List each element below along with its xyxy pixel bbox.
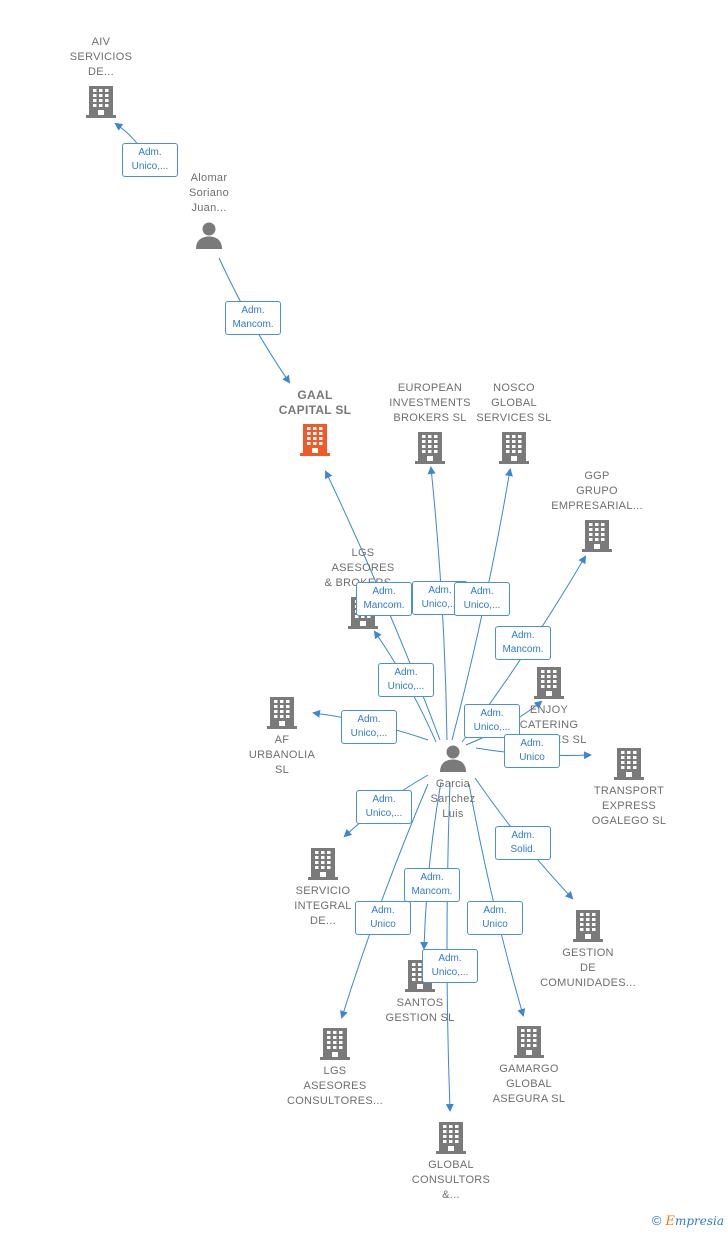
edge-label-garcia-to-enjoy[interactable]: Adm. Unico,... <box>464 704 520 738</box>
person-icon <box>398 743 508 773</box>
company-node-gaal[interactable]: GAAL CAPITAL SL <box>260 388 370 456</box>
building-icon <box>260 422 370 456</box>
edge-label-garcia-to-global[interactable]: Adm. Unico,... <box>422 949 478 983</box>
company-node-gamargo[interactable]: GAMARGO GLOBAL ASEGURA SL <box>474 1024 584 1107</box>
edge-label-alomar-to-aiv[interactable]: Adm. Unico,... <box>122 143 178 177</box>
edge-label-garcia-to-santos[interactable]: Adm. Mancom. <box>404 868 460 902</box>
brand-name: mpresia <box>674 1214 724 1228</box>
brand-initial: E <box>665 1214 675 1229</box>
building-icon <box>474 1024 584 1058</box>
node-label: GESTION DE COMUNIDADES... <box>540 947 636 989</box>
copyright-symbol: © <box>651 1213 662 1228</box>
person-node-garcia[interactable]: Garcia Sanchez Luis <box>398 743 508 822</box>
node-label: AIV SERVICIOS DE... <box>69 36 133 78</box>
building-icon <box>494 665 604 699</box>
building-icon <box>280 1026 390 1060</box>
edge-label-garcia-to-lgsconsult[interactable]: Adm. Unico <box>355 901 411 935</box>
edge-label-garcia-to-ggp[interactable]: Adm. Mancom. <box>495 626 551 660</box>
edge-label-garcia-to-servicio[interactable]: Adm. Unico,... <box>356 790 412 824</box>
company-node-transport[interactable]: TRANSPORT EXPRESS OGALEGO SL <box>574 746 684 829</box>
person-icon <box>154 220 264 250</box>
node-label: GAMARGO GLOBAL ASEGURA SL <box>492 1063 566 1105</box>
node-label: GAAL CAPITAL SL <box>278 388 352 417</box>
company-node-gestion[interactable]: GESTION DE COMUNIDADES... <box>533 908 643 991</box>
building-icon <box>375 430 485 464</box>
edge-label-garcia-to-gaal[interactable]: Adm. Mancom. <box>356 582 412 616</box>
building-icon <box>227 695 337 729</box>
node-label: EUROPEAN INVESTMENTS BROKERS SL <box>389 382 471 424</box>
building-icon <box>46 84 156 118</box>
building-icon <box>396 1120 506 1154</box>
company-node-lgsconsult[interactable]: LGS ASESORES CONSULTORES... <box>280 1026 390 1109</box>
node-label: Alomar Soriano Juan... <box>188 172 229 214</box>
node-label: TRANSPORT EXPRESS OGALEGO SL <box>591 785 667 827</box>
company-node-af[interactable]: AF URBANOLIA SL <box>227 695 337 778</box>
building-icon <box>533 908 643 942</box>
node-label: GGP GRUPO EMPRESARIAL... <box>551 470 643 512</box>
edge-label-garcia-to-gestion[interactable]: Adm. Solid. <box>495 826 551 860</box>
edge-label-garcia-to-af[interactable]: Adm. Unico,... <box>341 710 397 744</box>
edge-label-garcia-to-transport[interactable]: Adm. Unico <box>504 734 560 768</box>
edge-garcia-to-santos <box>420 781 442 950</box>
edge-label-garcia-to-gamargo[interactable]: Adm. Unico <box>467 901 523 935</box>
edge-garcia-to-gamargo <box>468 783 526 1017</box>
node-label: SERVICIO INTEGRAL DE... <box>294 885 352 927</box>
node-label: NOSCO GLOBAL SERVICES SL <box>476 382 552 424</box>
edge-label-garcia-to-nosco[interactable]: Adm. Unico,... <box>454 582 510 616</box>
node-label: LGS ASESORES CONSULTORES... <box>286 1065 384 1107</box>
edge-label-garcia-to-lgsbrokers[interactable]: Adm. Unico,... <box>378 663 434 697</box>
node-label: GLOBAL CONSULTORS &... <box>411 1159 491 1201</box>
company-node-aiv[interactable]: AIV SERVICIOS DE... <box>46 35 156 118</box>
building-icon <box>542 518 652 552</box>
node-label: AF URBANOLIA SL <box>248 734 316 776</box>
company-node-ggp[interactable]: GGP GRUPO EMPRESARIAL... <box>542 469 652 552</box>
node-label: Garcia Sanchez Luis <box>430 778 476 820</box>
building-icon <box>268 846 378 880</box>
person-node-alomar[interactable]: Alomar Soriano Juan... <box>154 171 264 250</box>
edge-label-alomar-to-gaal[interactable]: Adm. Mancom. <box>225 301 281 335</box>
company-node-servicio[interactable]: SERVICIO INTEGRAL DE... <box>268 846 378 929</box>
company-node-european[interactable]: EUROPEAN INVESTMENTS BROKERS SL <box>375 381 485 464</box>
brand-watermark: ©Empresia <box>652 1213 724 1229</box>
company-node-nosco[interactable]: NOSCO GLOBAL SERVICES SL <box>459 381 569 464</box>
node-label: SANTOS GESTION SL <box>385 997 455 1024</box>
edge-garcia-to-global <box>445 781 454 1112</box>
edge-garcia-to-lgsconsult <box>339 783 429 1019</box>
building-icon <box>574 746 684 780</box>
building-icon <box>459 430 569 464</box>
company-node-global[interactable]: GLOBAL CONSULTORS &... <box>396 1120 506 1203</box>
